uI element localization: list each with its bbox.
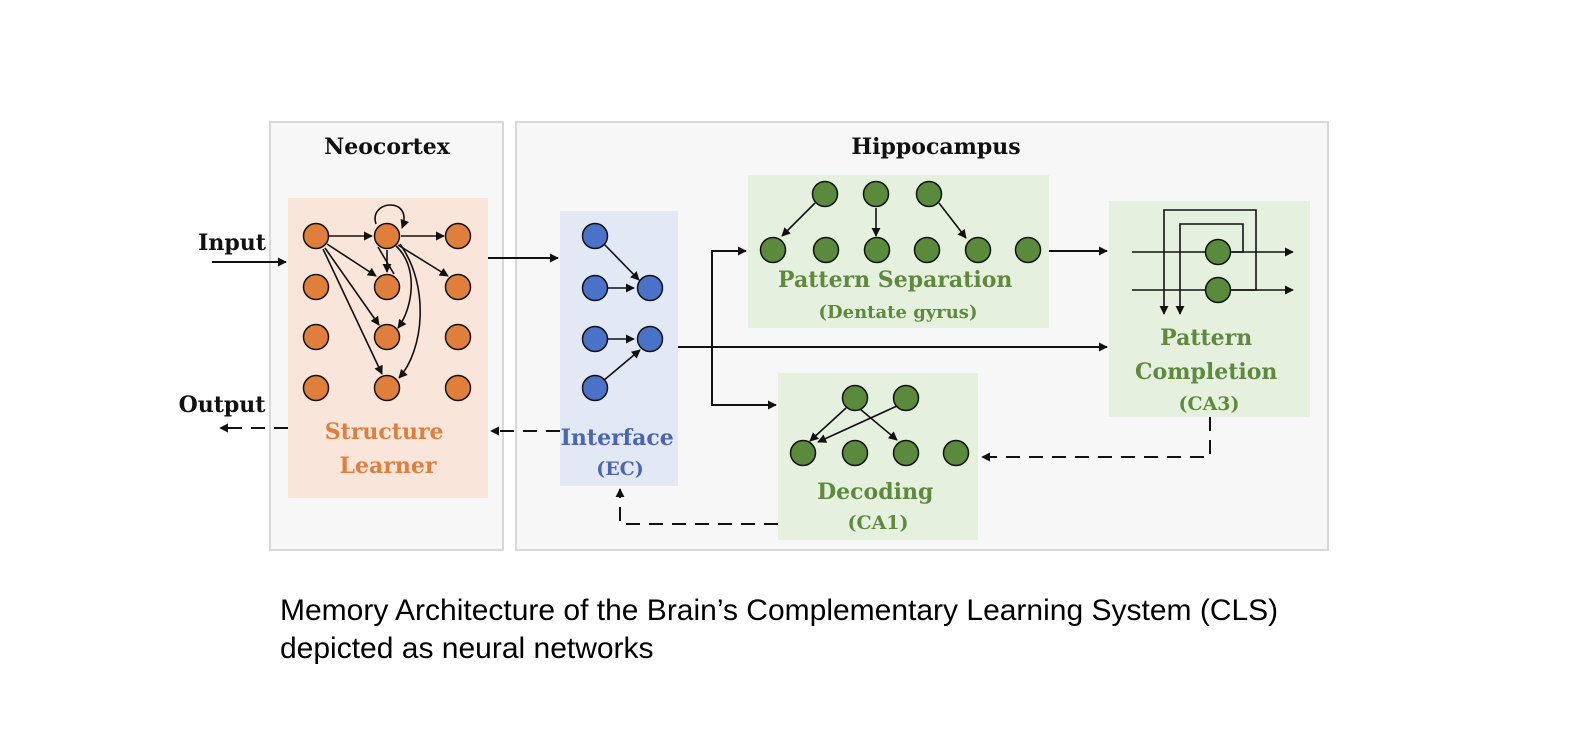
green-node bbox=[812, 236, 840, 264]
green-node bbox=[915, 180, 943, 208]
interface-nodes bbox=[581, 222, 664, 402]
pattern-separation-edges bbox=[781, 202, 967, 239]
orange-node bbox=[444, 222, 472, 250]
green-node bbox=[1014, 236, 1042, 264]
pattern-separation-nodes bbox=[759, 180, 1042, 264]
output-label: Output bbox=[179, 392, 267, 418]
blue-node bbox=[581, 222, 609, 250]
blue-node bbox=[636, 274, 664, 302]
pattern-separation-line-2: (Dentate gyrus) bbox=[819, 302, 978, 323]
caption-line-1: Memory Architecture of the Brain’s Compl… bbox=[280, 594, 1279, 627]
interface-edges bbox=[602, 243, 641, 382]
green-node bbox=[913, 236, 941, 264]
pattern-separation-box bbox=[748, 175, 1049, 328]
structure-learner-nodes bbox=[302, 222, 472, 402]
caption-line-2: depicted as neural networks bbox=[280, 632, 654, 665]
green-node bbox=[841, 384, 869, 412]
decoding-line-1: Decoding bbox=[817, 479, 933, 505]
orange-node bbox=[373, 273, 401, 301]
orange-node bbox=[302, 323, 330, 351]
interface-to-decoding-arrow bbox=[711, 347, 777, 410]
interface-line-1: Interface bbox=[561, 425, 674, 451]
decoding-line-2: (CA1) bbox=[847, 512, 908, 534]
green-node bbox=[811, 180, 839, 208]
interface-line-2: (EC) bbox=[596, 458, 644, 480]
orange-node bbox=[373, 222, 401, 250]
pattern-completion-nodes bbox=[1204, 238, 1232, 304]
green-node bbox=[1204, 238, 1232, 266]
neocortex-title: Neocortex bbox=[324, 134, 451, 160]
orange-node bbox=[444, 273, 472, 301]
input-label: Input bbox=[198, 230, 267, 256]
pattern-completion-line-2: Completion bbox=[1135, 359, 1277, 385]
interface-label: Interface (EC) bbox=[561, 425, 680, 480]
green-node bbox=[789, 439, 817, 467]
completion-to-decoding-arrow bbox=[981, 417, 1211, 462]
decoding-edges bbox=[809, 405, 898, 443]
green-node bbox=[863, 236, 891, 264]
pattern-completion-line-3: (CA3) bbox=[1178, 393, 1239, 415]
feedback-dashed-arrows bbox=[219, 417, 1211, 525]
structure-learner-line-1: Structure bbox=[325, 419, 444, 445]
pattern-completion-box bbox=[1109, 201, 1310, 417]
blue-node bbox=[581, 325, 609, 353]
decoding-label: Decoding (CA1) bbox=[817, 479, 939, 534]
structure-learner-label: Structure Learner bbox=[325, 419, 451, 479]
blue-node bbox=[636, 325, 664, 353]
orange-node bbox=[302, 222, 330, 250]
blue-node bbox=[581, 374, 609, 402]
decoding-nodes bbox=[789, 384, 970, 467]
green-node bbox=[759, 236, 787, 264]
hippocampus-title: Hippocampus bbox=[851, 134, 1020, 160]
structure-learner-edges bbox=[322, 204, 449, 379]
pattern-separation-label: Pattern Separation (Dentate gyrus) bbox=[778, 267, 1018, 323]
green-node bbox=[862, 180, 890, 208]
pattern-completion-label: Pattern Completion (CA3) bbox=[1135, 325, 1283, 415]
orange-node bbox=[444, 374, 472, 402]
orange-node bbox=[444, 323, 472, 351]
blue-node bbox=[581, 274, 609, 302]
decoding-to-interface-arrow bbox=[615, 488, 778, 525]
orange-node bbox=[373, 323, 401, 351]
figure-caption: Memory Architecture of the Brain’s Compl… bbox=[280, 592, 1380, 668]
structure-learner-line-2: Learner bbox=[340, 453, 437, 479]
green-node bbox=[964, 236, 992, 264]
green-node bbox=[892, 384, 920, 412]
green-node bbox=[942, 439, 970, 467]
green-node bbox=[841, 439, 869, 467]
orange-node bbox=[373, 374, 401, 402]
pattern-separation-line-1: Pattern Separation bbox=[778, 267, 1012, 293]
green-node bbox=[1204, 276, 1232, 304]
green-node bbox=[892, 439, 920, 467]
inter-region-arrows bbox=[212, 246, 1108, 410]
orange-node bbox=[302, 273, 330, 301]
pattern-completion-line-1: Pattern bbox=[1160, 325, 1252, 351]
orange-node bbox=[302, 374, 330, 402]
interface-to-separation-arrow bbox=[711, 246, 747, 347]
